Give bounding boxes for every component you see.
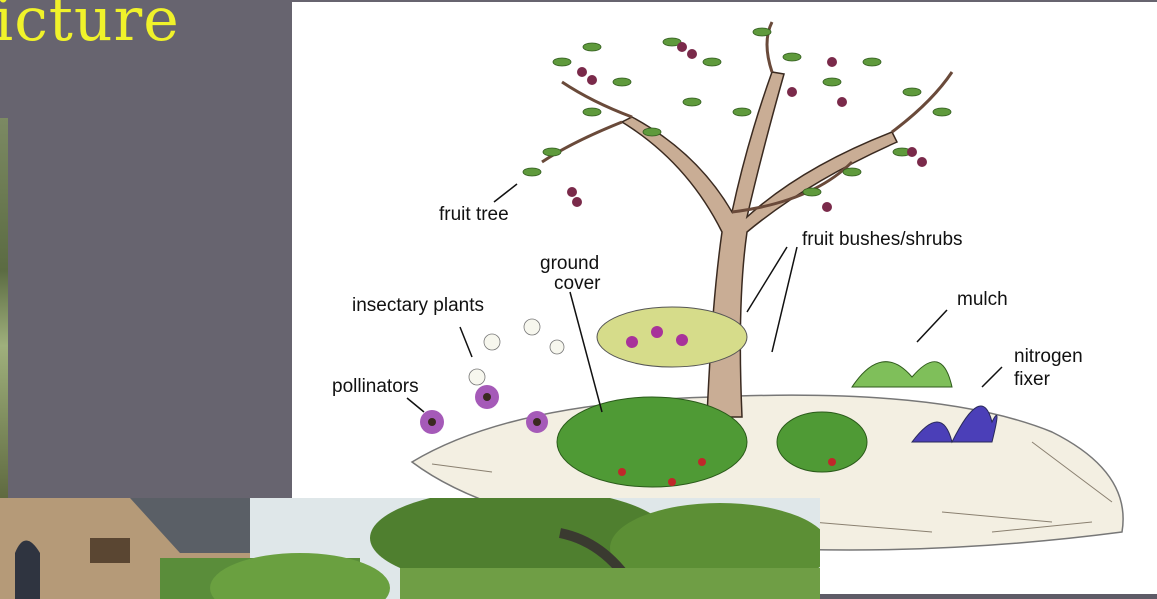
label-insectary-plants: insectary plants <box>352 296 484 316</box>
label-nitrogen-line2: fixer <box>1014 370 1050 390</box>
slide-title: icture <box>0 0 180 60</box>
label-ground-cover-line2: cover <box>554 274 600 294</box>
mulch-plant <box>852 362 952 387</box>
bottom-divider <box>820 594 1157 599</box>
label-mulch: mulch <box>957 290 1008 310</box>
ground-cover <box>557 397 747 487</box>
church-garden-photo <box>0 498 820 599</box>
label-nitrogen-line1: nitrogen <box>1014 347 1083 367</box>
insectary-plants <box>469 319 564 385</box>
left-photo-edge <box>0 118 8 498</box>
label-ground-cover-line1: ground <box>540 254 599 274</box>
label-fruit-tree: fruit tree <box>439 205 509 225</box>
tree-canopy <box>523 28 951 196</box>
fruit-bush <box>597 307 747 367</box>
label-fruit-bushes: fruit bushes/shrubs <box>802 230 963 250</box>
label-pollinators: pollinators <box>332 377 419 397</box>
pollinators <box>420 385 548 434</box>
